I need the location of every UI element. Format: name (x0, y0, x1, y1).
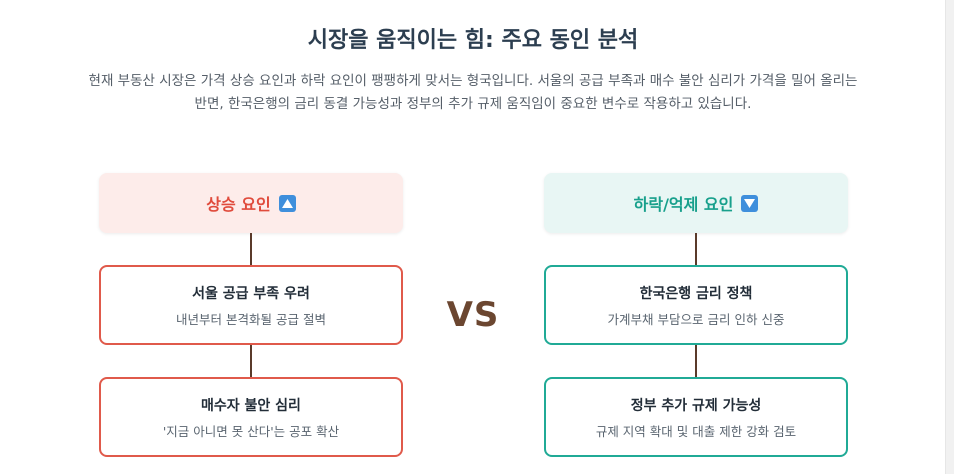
card-title: 정부 추가 규제 가능성 (630, 397, 762, 414)
rising-factor-card: 서울 공급 부족 우려 내년부터 본격화될 공급 절벽 (99, 265, 403, 345)
rising-factor-card: 매수자 불안 심리 '지금 아니면 못 산다'는 공포 확산 (99, 377, 403, 457)
versus-label: VS (446, 295, 500, 335)
connector-line (695, 233, 697, 265)
intro-paragraph: 현재 부동산 시장은 가격 상승 요인과 하락 요인이 팽팽하게 맞서는 형국입… (88, 73, 858, 112)
card-description: 가계부채 부담으로 금리 인하 신중 (607, 311, 785, 327)
connector-line (250, 233, 252, 265)
card-description: 규제 지역 확대 및 대출 제한 강화 검토 (595, 423, 797, 439)
down-arrow-icon (741, 194, 759, 212)
rising-factors-label: 상승 요인 (206, 195, 271, 214)
falling-factors-label: 하락/억제 요인 (633, 195, 734, 214)
card-description: '지금 아니면 못 산다'는 공포 확산 (162, 423, 340, 439)
up-arrow-icon (278, 194, 296, 212)
falling-factors-header: 하락/억제 요인 (544, 173, 848, 233)
scrollbar[interactable] (945, 0, 954, 474)
card-title: 서울 공급 부족 우려 (192, 285, 310, 302)
card-title: 매수자 불안 심리 (201, 397, 301, 414)
connector-line (695, 345, 697, 377)
card-description: 내년부터 본격화될 공급 절벽 (176, 311, 326, 327)
falling-factor-card: 한국은행 금리 정책 가계부채 부담으로 금리 인하 신중 (544, 265, 848, 345)
card-title: 한국은행 금리 정책 (639, 285, 753, 302)
rising-factors-header: 상승 요인 (99, 173, 403, 233)
falling-factor-card: 정부 추가 규제 가능성 규제 지역 확대 및 대출 제한 강화 검토 (544, 377, 848, 457)
page-title: 시장을 움직이는 힘: 주요 동인 분석 (307, 28, 639, 53)
connector-line (250, 345, 252, 377)
